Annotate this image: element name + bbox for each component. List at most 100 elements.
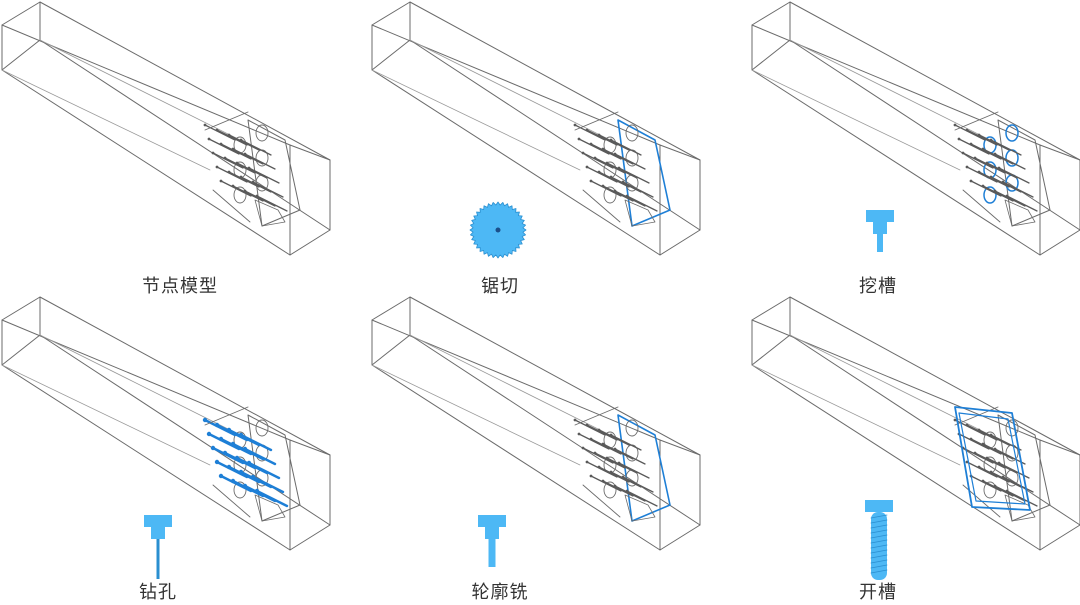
rod-end [242, 483, 248, 489]
rod [606, 162, 638, 179]
rod-end [243, 189, 247, 193]
rod-end [997, 461, 1001, 465]
rod-end [601, 442, 605, 446]
rod-end [589, 142, 593, 146]
rod [256, 195, 288, 212]
rod [606, 457, 638, 474]
rod [255, 489, 289, 508]
rod-end [226, 427, 232, 433]
rod [602, 185, 634, 202]
rod-end [605, 161, 609, 165]
rod [962, 152, 994, 169]
rod-end [997, 166, 1001, 170]
rod-end [613, 189, 617, 193]
rod-end [218, 473, 224, 479]
rod-end [230, 441, 236, 447]
rod-end [613, 152, 617, 156]
rod-end [210, 445, 216, 451]
beam-edge [371, 364, 661, 551]
rod-end [1001, 475, 1005, 479]
tool-body [871, 512, 887, 580]
beam-end-face [751, 1, 791, 71]
rod-frame [954, 111, 999, 131]
rod [243, 447, 277, 466]
rod-end [202, 417, 208, 423]
rod [240, 176, 272, 193]
rod-end [207, 137, 211, 141]
bolt-hole [1005, 124, 1019, 142]
rod-end [993, 152, 997, 156]
beam-edge [371, 69, 661, 256]
rod-end [251, 180, 255, 184]
rod-frame [204, 111, 249, 131]
rod [252, 181, 284, 198]
beam-far-face [289, 144, 331, 256]
rod [602, 148, 634, 165]
rod-end [234, 455, 240, 461]
rod-end [609, 175, 613, 179]
rod [982, 480, 1014, 497]
beam-edge [39, 296, 331, 456]
rod-end [977, 465, 981, 469]
rod [986, 162, 1018, 179]
beam-wireframe [371, 296, 701, 551]
rod-end [613, 447, 617, 451]
rod [220, 180, 252, 197]
beam-edge [751, 364, 1041, 551]
flute-line [870, 519, 888, 524]
rod [594, 157, 626, 174]
rod [982, 148, 1014, 165]
plate-notch [624, 494, 656, 522]
flute-line [870, 529, 888, 534]
rod-end [254, 488, 260, 494]
rod [626, 490, 658, 507]
rod-end [597, 133, 601, 137]
rod-end [585, 165, 589, 169]
beam-wireframe [1, 1, 331, 256]
rod [586, 461, 618, 478]
rod [251, 475, 285, 494]
rod-end [597, 170, 601, 174]
slot-plate-inner [958, 412, 1026, 505]
rod-end [243, 152, 247, 156]
beam-edge [789, 39, 1080, 231]
rod-end [977, 428, 981, 432]
beam-guide-line [409, 334, 631, 446]
rod [1002, 476, 1034, 493]
beam-far-face [659, 439, 701, 551]
rod [978, 134, 1010, 151]
rod [610, 434, 642, 451]
rod-end [597, 465, 601, 469]
rod-end [226, 464, 232, 470]
panel-label: 挖槽 [859, 276, 897, 297]
panel-pocket: 挖槽 [750, 0, 1080, 302]
rod [994, 448, 1026, 465]
rod-end [977, 133, 981, 137]
rod-end [589, 179, 593, 183]
rod-end [613, 484, 617, 488]
rod-end [238, 469, 244, 475]
rod [614, 448, 646, 465]
rod [610, 471, 642, 488]
rod-end [617, 461, 621, 465]
rod-end [993, 484, 997, 488]
beam-guide-line [1, 364, 211, 466]
beam-model [1, 1, 331, 256]
bolt-hole [233, 186, 247, 204]
rod [208, 138, 240, 155]
beam-edge [39, 1, 331, 161]
rod [622, 476, 654, 493]
beam-edge [39, 334, 331, 526]
rod [244, 190, 276, 207]
rod-end [246, 460, 252, 466]
beam-end-face [751, 296, 791, 366]
bolt-hole [603, 186, 617, 204]
beam-guide-line [1, 69, 211, 171]
beam-far-face [1039, 439, 1080, 551]
rod [998, 167, 1030, 184]
panel-label: 钻孔 [139, 582, 177, 603]
rod-end [993, 189, 997, 193]
rod-end [981, 147, 985, 151]
rod-end [227, 170, 231, 174]
rod-end [250, 474, 256, 480]
